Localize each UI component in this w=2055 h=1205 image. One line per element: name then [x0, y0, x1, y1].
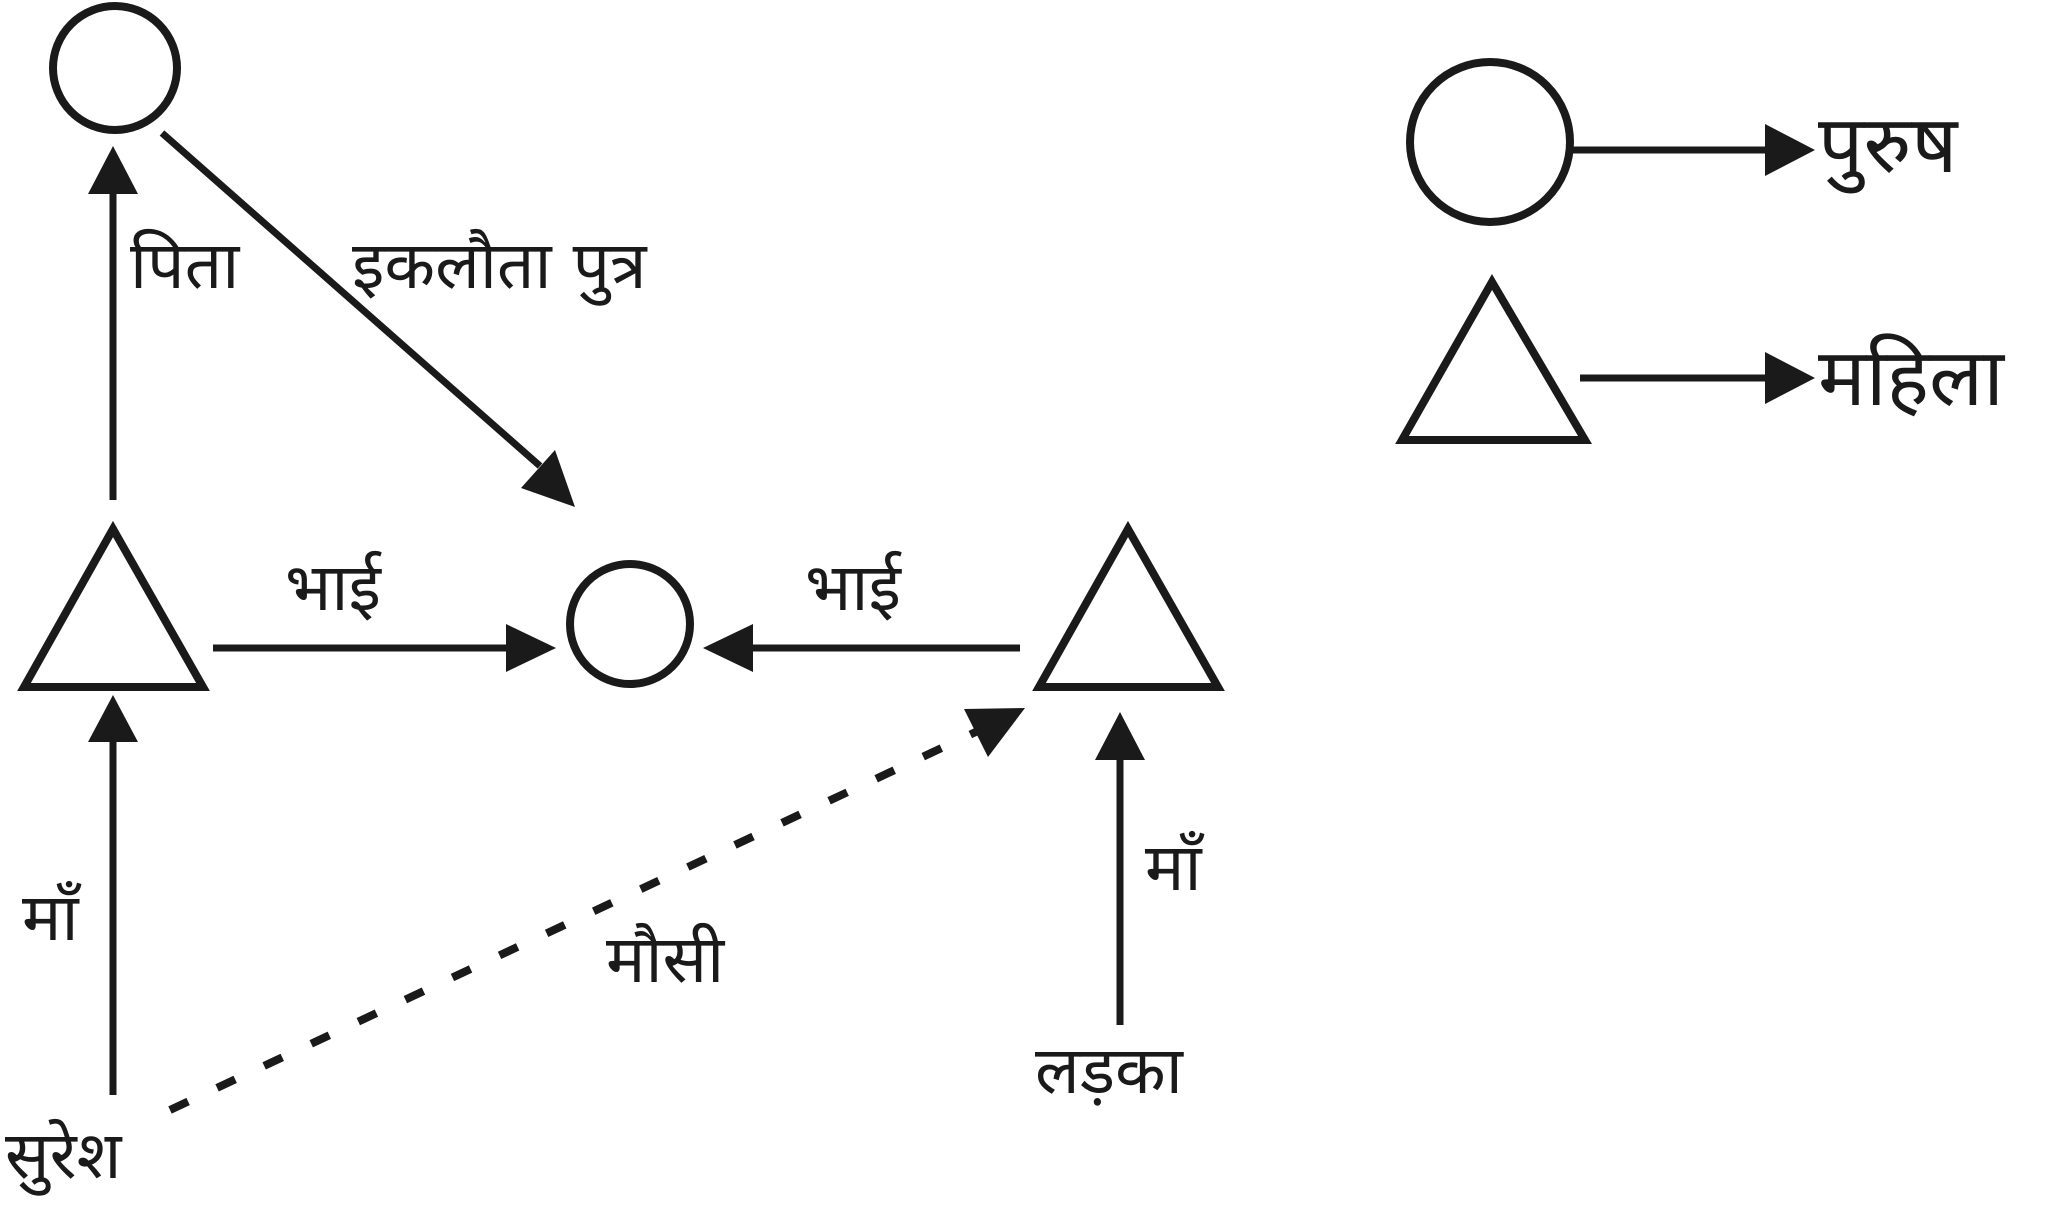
suresh-label: सुरेश — [5, 1117, 123, 1196]
suresh-mother-female-node — [17, 520, 210, 691]
father-arrowhead — [88, 146, 138, 194]
only-son-male-node — [566, 560, 694, 688]
legend-female-arrowhead — [1765, 352, 1815, 404]
legend: पुरुष महिला — [1395, 58, 2005, 444]
only-son-edge — [159, 130, 543, 469]
mother-right-label: माँ — [1145, 829, 1205, 906]
boy-label: लड़का — [1035, 1032, 1185, 1109]
brother-left-label: भाई — [285, 549, 382, 626]
only-son-arrowhead — [521, 450, 575, 507]
legend-male-label: पुरुष — [1818, 98, 1959, 194]
maternal-aunt-edge — [168, 726, 982, 1114]
brother-right-arrowhead — [703, 624, 753, 672]
legend-female-triangle-icon — [1395, 274, 1592, 444]
only-son-label: इकलौता पुत्र — [352, 227, 648, 306]
mother-left-label: माँ — [22, 879, 82, 956]
father-label: पिता — [130, 227, 241, 304]
brother-right-label: भाई — [805, 549, 902, 626]
grandfather-male-node — [49, 2, 181, 134]
aunt-female-node — [1032, 520, 1225, 691]
brother-left-arrowhead — [506, 624, 556, 672]
mother-right-arrowhead — [1095, 712, 1145, 760]
maternal-aunt-label: मौसी — [606, 921, 726, 998]
legend-male-circle-icon — [1406, 58, 1574, 226]
legend-female-label: महिला — [1818, 331, 2005, 424]
maternal-aunt-arrowhead — [964, 708, 1025, 757]
legend-male-arrowhead — [1765, 124, 1815, 176]
mother-left-arrowhead — [88, 695, 138, 742]
